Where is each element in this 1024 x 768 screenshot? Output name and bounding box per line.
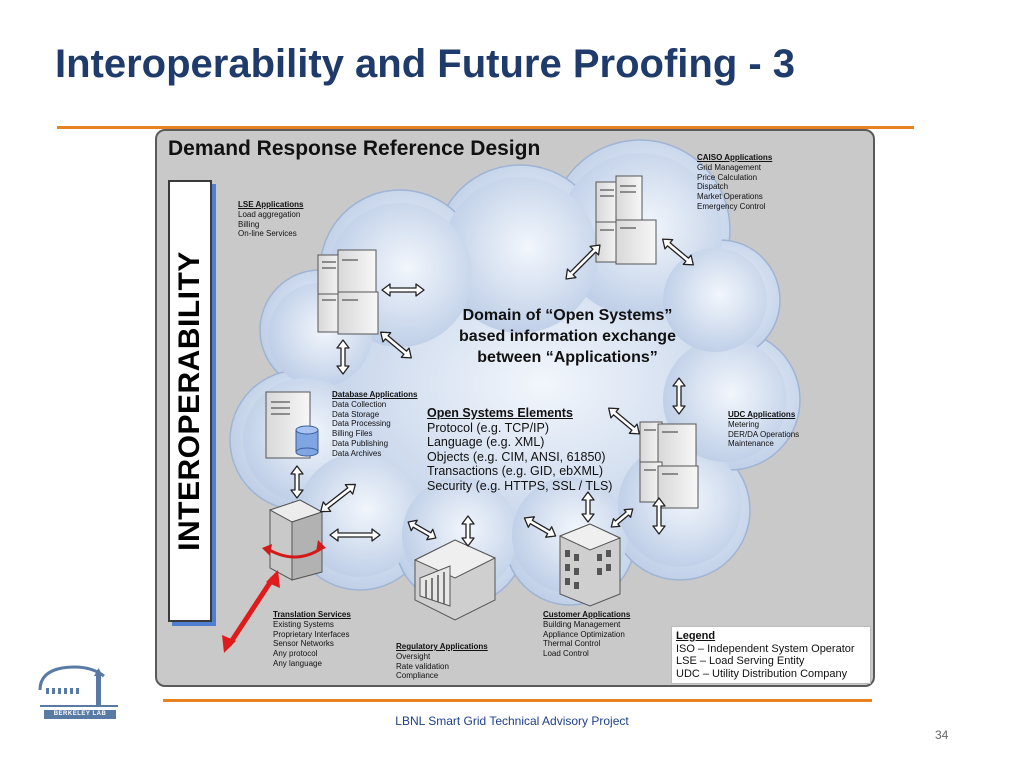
database-applications-label: Database Applications Data Collection Da…	[332, 390, 418, 459]
berkeley-lab-logo	[38, 665, 118, 707]
udc-item: DER/DA Operations	[728, 429, 800, 439]
database-item: Data Archives	[332, 448, 382, 458]
udc-server-icon	[639, 421, 699, 509]
udc-item: Metering	[728, 419, 760, 429]
regulatory-building-icon	[413, 539, 497, 621]
translation-heading: Translation Services	[273, 610, 351, 619]
interoperability-label: INTEROPERABILITY	[173, 251, 206, 551]
open-systems-item: Protocol (e.g. TCP/IP)	[427, 420, 550, 435]
lse-item: Billing	[238, 219, 260, 229]
footer-text: LBNL Smart Grid Technical Advisory Proje…	[395, 714, 629, 728]
udc-heading: UDC Applications	[728, 410, 796, 419]
legend-box: Legend ISO – Independent System Operator…	[671, 626, 871, 684]
customer-item: Appliance Optimization	[543, 629, 625, 639]
lse-item: Load aggregation	[238, 209, 301, 219]
lse-server-icon	[317, 249, 379, 335]
legend-item: ISO – Independent System Operator	[676, 642, 855, 655]
translation-item: Existing Systems	[273, 619, 334, 629]
database-item: Data Collection	[332, 399, 387, 409]
translation-cube-icon	[262, 499, 326, 581]
domain-line: based information exchange	[459, 328, 676, 345]
legend-item: LSE – Load Serving Entity	[676, 655, 805, 667]
domain-description: Domain of “Open Systems” based informati…	[415, 305, 720, 368]
open-systems-item: Security (e.g. HTTPS, SSL / TLS)	[427, 478, 613, 493]
customer-item: Thermal Control	[543, 639, 601, 649]
customer-applications-label: Customer Applications Building Managemen…	[543, 610, 630, 659]
open-systems-elements: Open Systems Elements Protocol (e.g. TCP…	[427, 406, 612, 493]
customer-item: Load Control	[543, 649, 589, 659]
lse-heading: LSE Applications	[238, 200, 304, 209]
caiso-item: Price Calculation	[697, 172, 758, 182]
regulatory-heading: Regulatory Applications	[396, 642, 488, 651]
domain-line: Domain of “Open Systems”	[462, 307, 673, 324]
open-systems-item: Language (e.g. XML)	[427, 435, 545, 449]
database-heading: Database Applications	[332, 390, 418, 399]
bottom-divider	[163, 699, 872, 702]
udc-item: Maintenance	[728, 439, 774, 449]
database-item: Billing Files	[332, 429, 373, 439]
caiso-item: Grid Management	[697, 162, 762, 172]
database-server-icon	[265, 391, 319, 459]
caiso-server-icon	[595, 175, 657, 265]
open-systems-item: Objects (e.g. CIM, ANSI, 61850)	[427, 449, 606, 464]
regulatory-item: Compliance	[396, 671, 439, 681]
connection-arrows	[290, 238, 694, 547]
database-item: Data Processing	[332, 419, 391, 429]
translation-services-label: Translation Services Existing Systems Pr…	[273, 610, 351, 669]
legend-item: UDC – Utility Distribution Company	[676, 667, 848, 680]
translation-red-arrow	[222, 570, 280, 653]
regulatory-item: Oversight	[396, 651, 431, 661]
lse-applications-label: LSE Applications Load aggregation Billin…	[238, 200, 304, 239]
database-item: Data Storage	[332, 409, 380, 419]
database-item: Data Publishing	[332, 438, 389, 448]
customer-item: Building Management	[543, 619, 621, 629]
translation-item: Proprietary Interfaces	[273, 629, 350, 639]
legend-heading: Legend	[676, 630, 716, 642]
translation-item: Sensor Networks	[273, 639, 334, 649]
diagram-title: Demand Response Reference Design	[168, 137, 541, 160]
caiso-item: Emergency Control	[697, 201, 766, 211]
open-systems-item: Transactions (e.g. GID, ebXML)	[427, 464, 603, 478]
caiso-heading: CAISO Applications	[697, 153, 773, 162]
translation-item: Any protocol	[273, 649, 318, 659]
caiso-applications-label: CAISO Applications Grid Management Price…	[697, 153, 772, 212]
top-divider	[57, 126, 914, 129]
slide-title: Interoperability and Future Proofing - 3	[55, 42, 796, 86]
caiso-item: Dispatch	[697, 182, 729, 192]
lse-item: On-line Services	[238, 229, 297, 239]
regulatory-applications-label: Regulatory Applications Oversight Rate v…	[396, 642, 488, 681]
page-number: 34	[935, 728, 949, 742]
caiso-item: Market Operations	[697, 192, 763, 202]
interoperability-label-wrapper: INTEROPERABILITY	[168, 180, 212, 622]
domain-line: between “Applications”	[477, 349, 658, 366]
customer-heading: Customer Applications	[543, 610, 631, 619]
translation-item: Any language	[273, 658, 322, 668]
logo-label: BERKELEY LAB	[44, 710, 116, 719]
regulatory-item: Rate validation	[396, 661, 449, 671]
interoperability-band	[168, 180, 212, 622]
open-systems-heading: Open Systems Elements	[427, 406, 573, 420]
customer-building-icon	[558, 523, 622, 607]
udc-applications-label: UDC Applications Metering DER/DA Operati…	[728, 410, 799, 449]
